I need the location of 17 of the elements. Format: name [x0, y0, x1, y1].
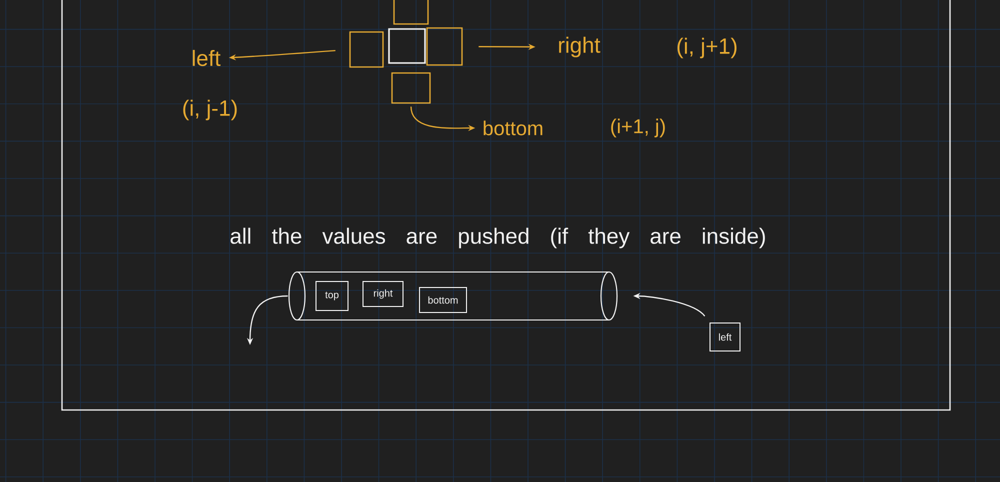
direction-label: left [192, 50, 221, 66]
neighbor-cell [349, 31, 384, 68]
neighbor-cell [393, 0, 429, 25]
queue-item-box: bottom [419, 287, 467, 313]
coordinate-label: (i, j+1) [678, 38, 736, 58]
pending-item-box: left [710, 322, 740, 352]
note-text: all the values are pushed (if they are inside) [230, 228, 765, 248]
queue-item-box: right [362, 281, 404, 307]
direction-label: bottom [484, 120, 542, 136]
neighbor-cell [391, 72, 431, 104]
coordinate-label: (i+1, j) [611, 118, 665, 138]
coordinate-label: (i, j-1) [183, 100, 237, 120]
direction-label: right [559, 36, 600, 58]
queue-cylinder [288, 271, 618, 321]
current-cell [388, 28, 426, 64]
queue-item-box: top [316, 281, 348, 311]
neighbor-cell [426, 27, 463, 66]
